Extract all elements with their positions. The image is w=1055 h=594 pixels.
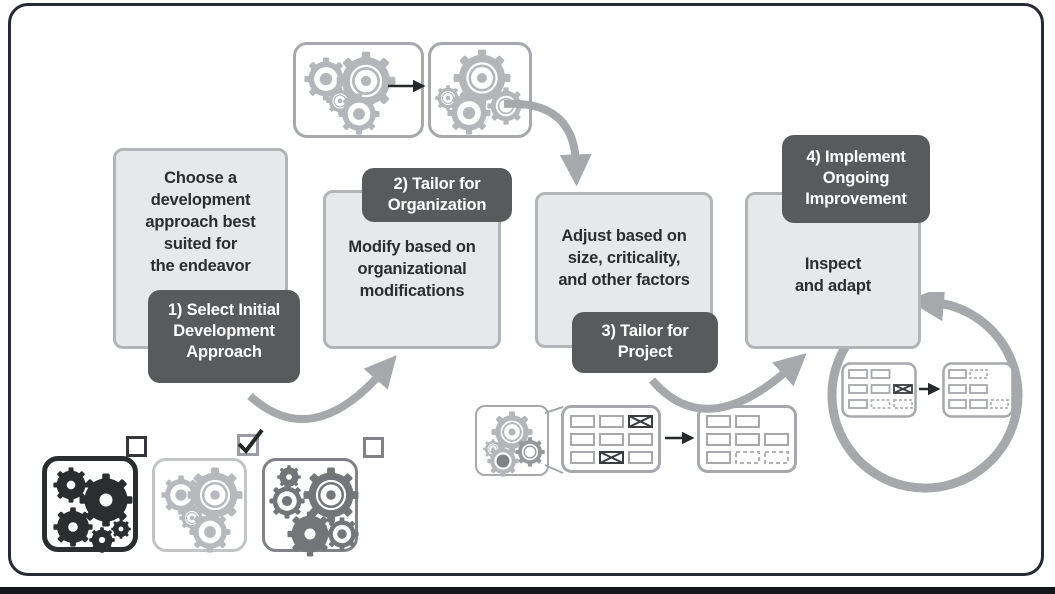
step4-badge: 4) Implement Ongoing Improvement — [782, 135, 930, 223]
gear-cluster-icon — [267, 463, 357, 551]
gear-cluster-icon — [157, 463, 246, 551]
step2-badge: 2) Tailor for Organization — [362, 168, 512, 222]
step1-description: Choose a development approach best suite… — [145, 169, 256, 275]
approach-option-light-box — [152, 458, 247, 552]
org-process-gears-box — [475, 405, 549, 476]
step4-description: Inspect and adapt — [794, 255, 872, 295]
table-grid-icon — [841, 362, 917, 418]
unchecked-checkbox-icon — [126, 436, 147, 457]
step3-badge: 3) Tailor for Project — [572, 312, 718, 373]
approach-option-dark-box — [42, 456, 138, 552]
step2-description: Modify based on organizational modificat… — [348, 238, 476, 300]
approach-option-gray-box — [262, 458, 358, 552]
gear-cluster-icon — [298, 47, 417, 131]
table-grid-icon — [697, 405, 797, 473]
original-process-box — [293, 42, 424, 138]
gear-cluster-icon — [479, 409, 544, 471]
gear-cluster-icon — [49, 463, 135, 549]
modified-process-box — [428, 42, 532, 138]
step1-badge: 1) Select Initial Development Approach — [148, 290, 300, 383]
table-grid-icon — [942, 362, 1014, 418]
figure-frame — [8, 3, 1044, 576]
page-edge-bar — [0, 587, 1055, 594]
table-grid-icon — [561, 405, 661, 473]
checked-checkbox-icon — [237, 434, 259, 456]
gear-cluster-icon — [433, 47, 525, 131]
step3-description: Adjust based on size, criticality, and o… — [558, 227, 690, 289]
unchecked-checkbox-icon — [363, 437, 384, 458]
